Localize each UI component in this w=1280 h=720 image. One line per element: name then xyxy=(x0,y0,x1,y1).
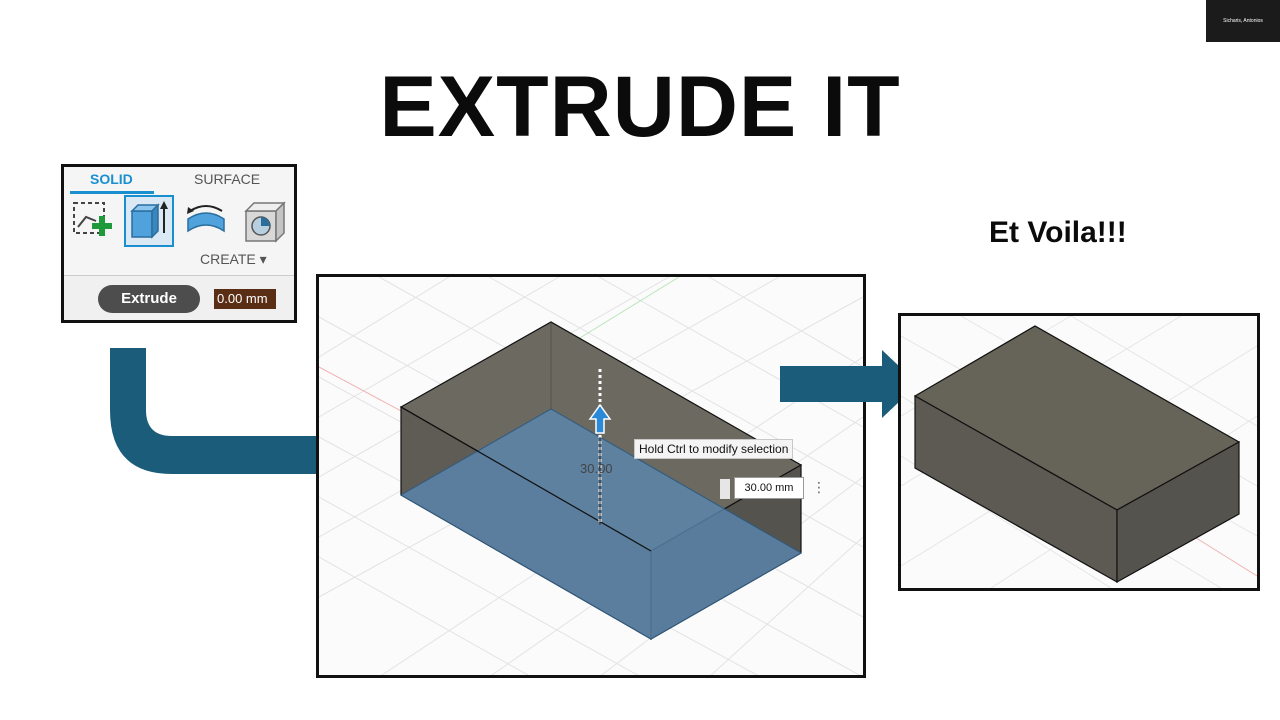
main-viewport-canvas xyxy=(319,277,863,675)
dimension-input[interactable]: 30.00 mm xyxy=(734,477,804,499)
hole-icon[interactable] xyxy=(240,197,288,245)
result-box-side-face[interactable] xyxy=(1116,440,1240,584)
tab-solid[interactable]: SOLID xyxy=(90,171,133,187)
create-menu[interactable]: CREATE ▾ xyxy=(200,251,267,267)
extrude-distance-input[interactable]: 0.00 mm xyxy=(214,289,276,309)
tab-solid-underline xyxy=(70,191,154,194)
curved-arrow-shape xyxy=(110,348,380,492)
extrude-drag-arrow[interactable] xyxy=(588,403,612,434)
straight-arrow xyxy=(780,350,918,418)
main-viewport[interactable]: 30.00 Hold Ctrl to modify selection 30.0… xyxy=(316,274,866,678)
revolve-icon[interactable] xyxy=(182,197,230,245)
selected-profile[interactable] xyxy=(399,408,803,640)
presenter-name: Sicharis, Antonios xyxy=(1206,0,1280,42)
selection-hint-tooltip: Hold Ctrl to modify selection xyxy=(634,439,794,459)
page-title: EXTRUDE IT xyxy=(379,59,901,155)
result-viewport[interactable] xyxy=(898,313,1260,591)
dimension-input-grip[interactable] xyxy=(720,479,730,499)
result-viewport-canvas xyxy=(901,316,1257,588)
straight-arrow-shape xyxy=(780,350,918,418)
extrude-command-pill[interactable]: Extrude xyxy=(98,285,200,313)
curved-arrow xyxy=(110,348,380,492)
command-row: Extrude 0.00 mm xyxy=(64,275,294,320)
tab-surface[interactable]: SURFACE xyxy=(194,171,261,187)
dimension-menu-icon[interactable]: ⋮ xyxy=(812,479,826,495)
dimension-value-label: 30.00 xyxy=(580,461,613,476)
extrude-tool-button[interactable] xyxy=(124,195,174,247)
create-sketch-icon[interactable] xyxy=(70,197,118,245)
extrude-icon xyxy=(130,201,168,239)
result-caption: Et Voila!!! xyxy=(989,216,1127,249)
toolbar-panel: SOLID SURFACE CREATE ▾ Extrude 0.00 xyxy=(61,164,297,323)
